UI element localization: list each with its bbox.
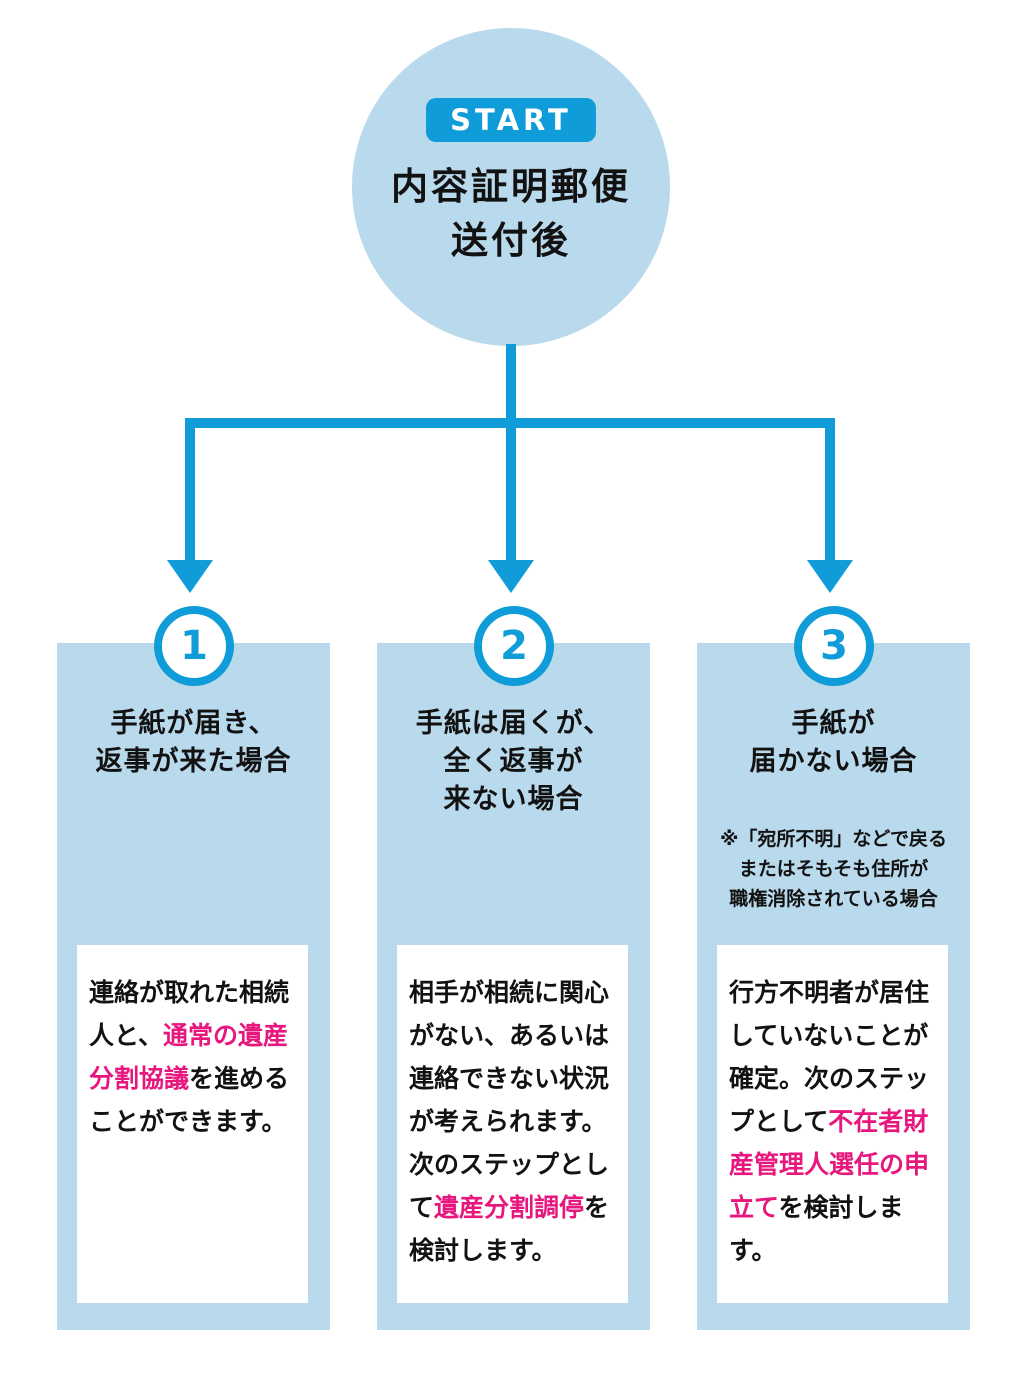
step-number-badge-2: 2 — [474, 606, 554, 686]
start-badge: START — [426, 98, 596, 142]
arrow-down-icon — [488, 560, 534, 593]
branch-heading: 手紙は届くが、全く返事が来ない場合 — [415, 708, 612, 815]
branch-heading: 手紙が届き、返事が来た場合 — [95, 708, 292, 777]
branch-description-box: 連絡が取れた相続人と、通常の遺産分割協議を進めることができます。 — [77, 945, 308, 1303]
branch-note: ※「宛所不明」などで戻るまたはそもそも住所が職権消除されている場合 — [719, 828, 948, 910]
connector-vertical-left — [185, 418, 195, 560]
branch-panel-3: 手紙が届かない場合 ※「宛所不明」などで戻るまたはそもそも住所が職権消除されてい… — [697, 643, 970, 1330]
connector-vertical-right — [825, 418, 835, 560]
branch-panel-1: 手紙が届き、返事が来た場合 連絡が取れた相続人と、通常の遺産分割協議を進めること… — [57, 643, 330, 1330]
step-number-badge-1: 1 — [154, 606, 234, 686]
connector-vertical-middle — [506, 344, 516, 560]
start-node-circle: START 内容証明郵便送付後 — [352, 28, 670, 346]
branch-heading: 手紙が届かない場合 — [749, 708, 918, 777]
arrow-down-icon — [167, 560, 213, 593]
branch-panel-2: 手紙は届くが、全く返事が来ない場合 相手が相続に関心がない、あるいは連絡できない… — [377, 643, 650, 1330]
start-node-title: 内容証明郵便送付後 — [391, 165, 631, 262]
branch-description-box: 相手が相続に関心がない、あるいは連絡できない状況が考えられます。次のステップとし… — [397, 945, 628, 1303]
branch-description-box: 行方不明者が居住していないことが確定。次のステップとして不在者財産管理人選任の申… — [717, 945, 948, 1303]
step-number-badge-3: 3 — [794, 606, 874, 686]
connector-horizontal-branch — [185, 418, 835, 428]
arrow-down-icon — [807, 560, 853, 593]
